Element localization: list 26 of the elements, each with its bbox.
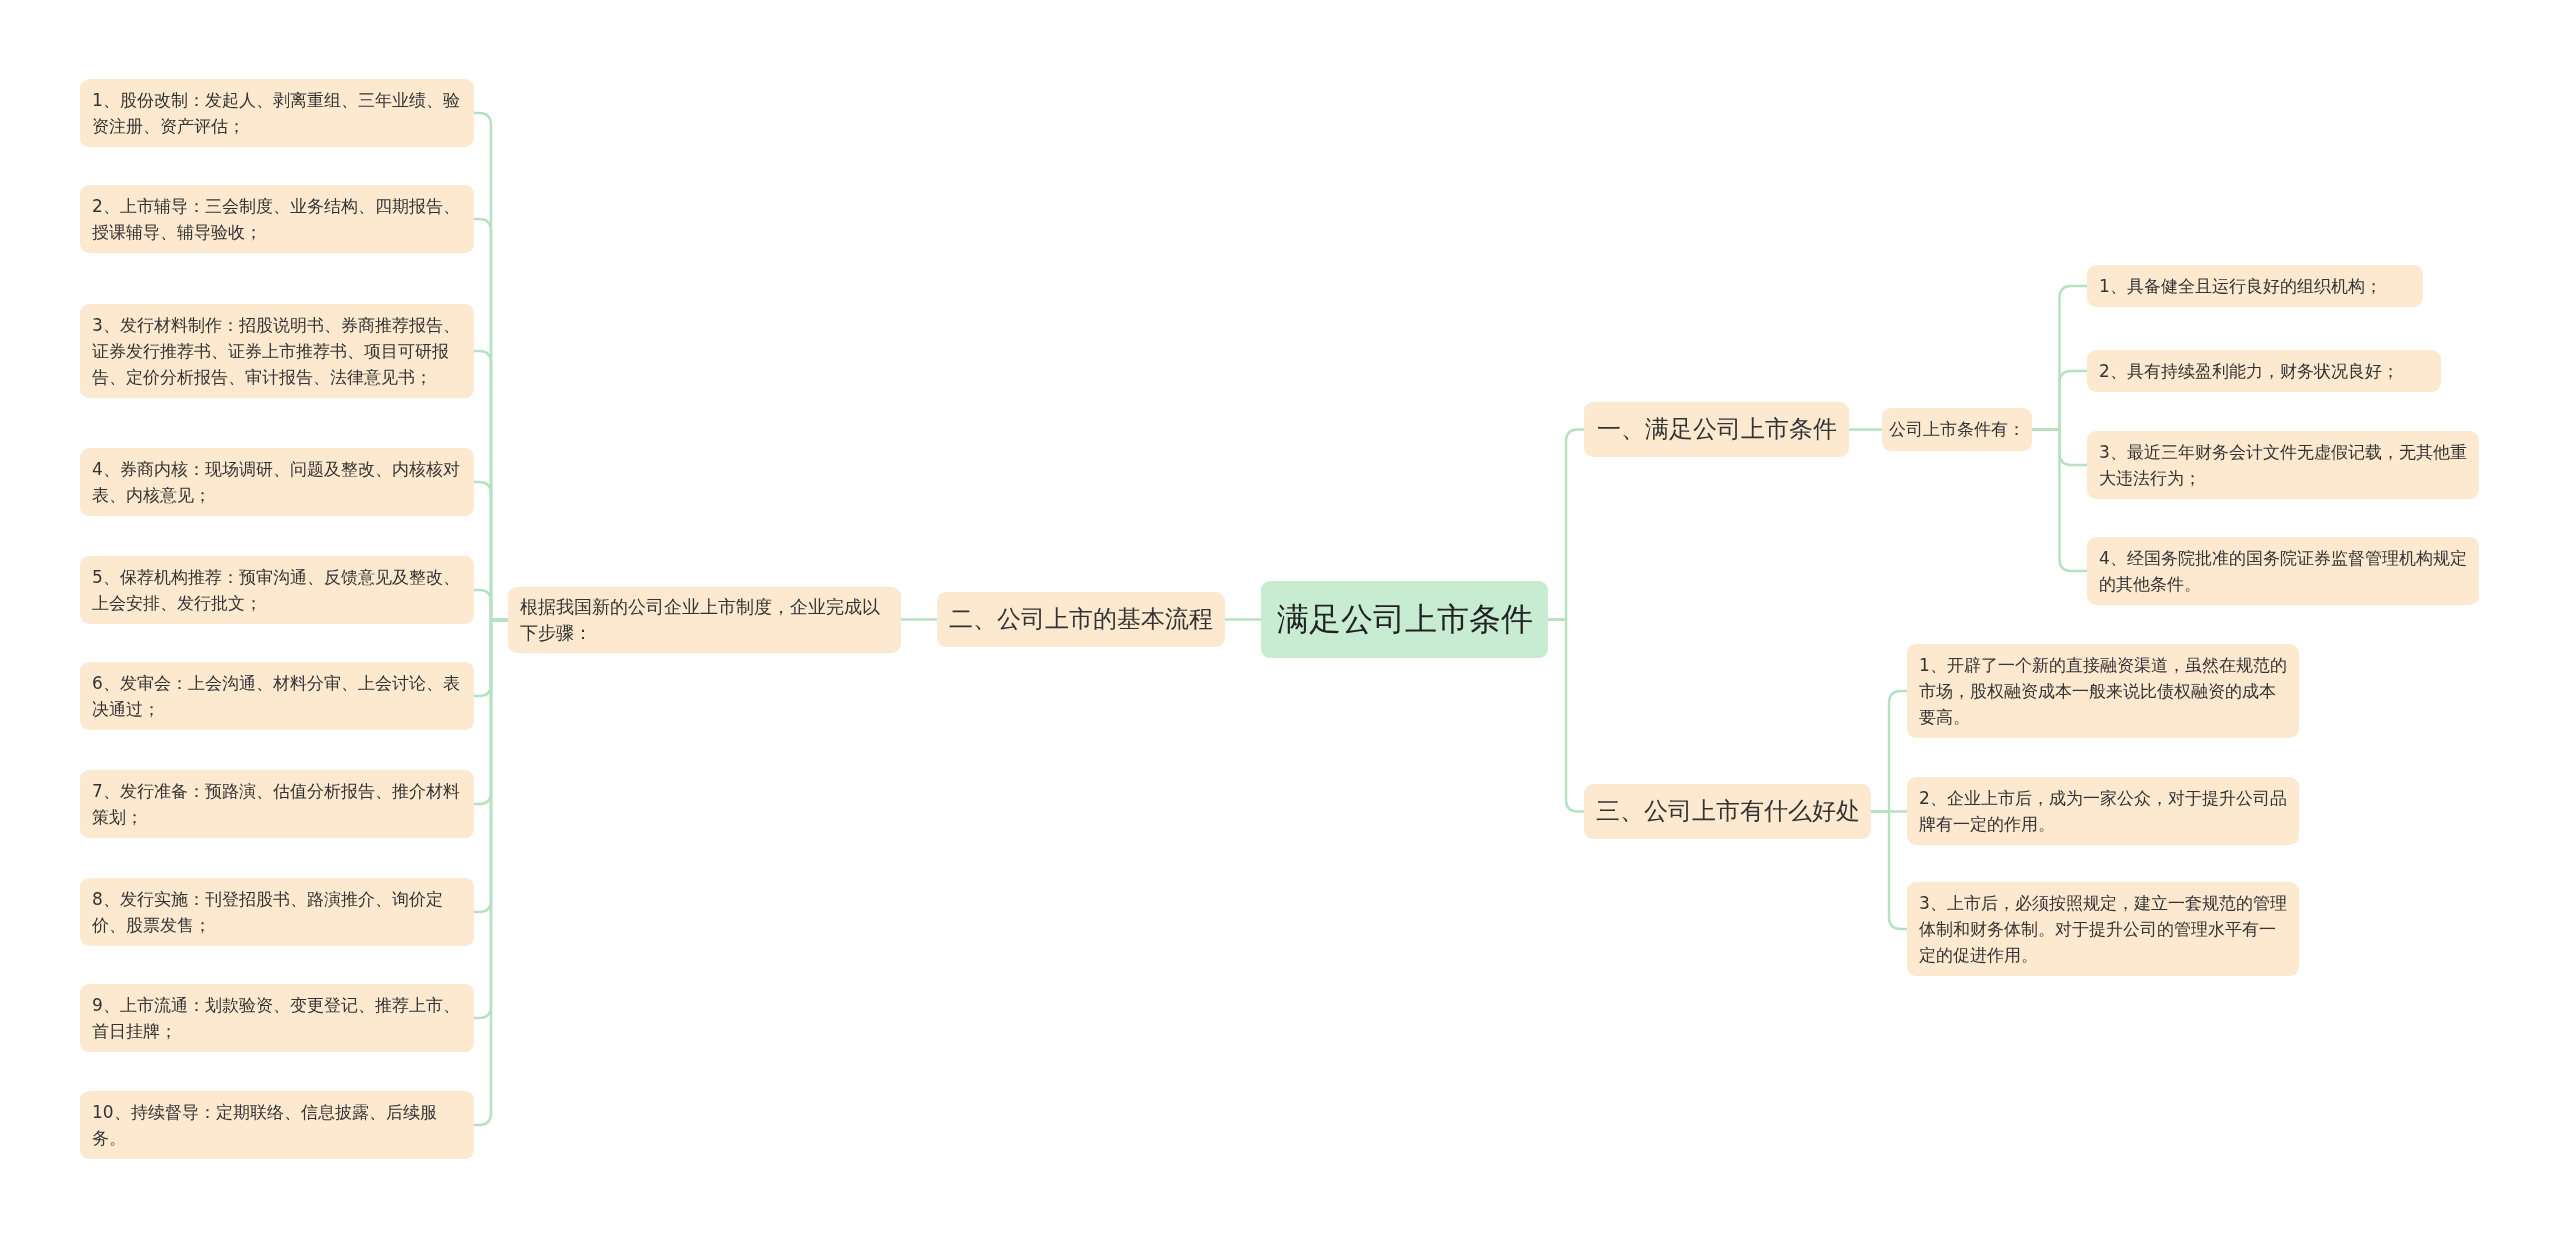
subtopic-box: 9、上市流通：划款验资、变更登记、推荐上市、首日挂牌； <box>80 984 474 1052</box>
subtopic-box: 8、发行实施：刊登招股书、路演推介、询价定价、股票发售； <box>80 878 474 946</box>
subtopic-box: 5、保荐机构推荐：预审沟通、反馈意见及整改、上会安排、发行批文； <box>80 556 474 624</box>
subtopic-box: 10、持续督导：定期联络、信息披露、后续服务。 <box>80 1091 474 1159</box>
subtopic-box: 1、具备健全且运行良好的组织机构； <box>2087 265 2423 307</box>
central-topic: 满足公司上市条件 <box>1261 581 1548 658</box>
subtopic-box: 4、券商内核：现场调研、问题及整改、内核核对表、内核意见； <box>80 448 474 516</box>
subtopic-box: 根据我国新的公司企业上市制度，企业完成以下步骤： <box>508 587 901 653</box>
subtopic-box: 6、发审会：上会沟通、材料分审、上会讨论、表决通过； <box>80 662 474 730</box>
subtopic-box: 2、企业上市后，成为一家公众，对于提升公司品牌有一定的作用。 <box>1907 777 2299 845</box>
subtopic-box: 3、最近三年财务会计文件无虚假记载，无其他重大违法行为； <box>2087 431 2479 499</box>
subtopic-box: 1、开辟了一个新的直接融资渠道，虽然在规范的市场，股权融资成本一般来说比债权融资的成本要高。 <box>1907 644 2299 738</box>
subtopic-box: 2、具有持续盈利能力，财务状况良好； <box>2087 350 2441 392</box>
subtopic-box: 3、发行材料制作：招股说明书、券商推荐报告、证券发行推荐书、证券上市推荐书、项目可研报告、定价分析报告、审计报告、法律意见书； <box>80 304 474 398</box>
subtopic-box: 公司上市条件有： <box>1882 408 2032 451</box>
connector-line <box>1225 618 1261 621</box>
topic-box: 二、公司上市的基本流程 <box>937 592 1225 647</box>
connector-line <box>901 618 937 621</box>
topic-box: 三、公司上市有什么好处 <box>1584 784 1871 839</box>
topic-box: 一、满足公司上市条件 <box>1584 402 1849 457</box>
connector-line <box>1849 428 1882 431</box>
subtopic-box: 2、上市辅导：三会制度、业务结构、四期报告、授课辅导、辅导验收； <box>80 185 474 253</box>
subtopic-box: 1、股份改制：发起人、剥离重组、三年业绩、验资注册、资产评估； <box>80 79 474 147</box>
subtopic-box: 7、发行准备：预路演、估值分析报告、推介材料策划； <box>80 770 474 838</box>
subtopic-box: 3、上市后，必须按照规定，建立一套规范的管理体制和财务体制。对于提升公司的管理水平有一定的促进作用。 <box>1907 882 2299 976</box>
subtopic-box: 4、经国务院批准的国务院证券监督管理机构规定的其他条件。 <box>2087 537 2479 605</box>
